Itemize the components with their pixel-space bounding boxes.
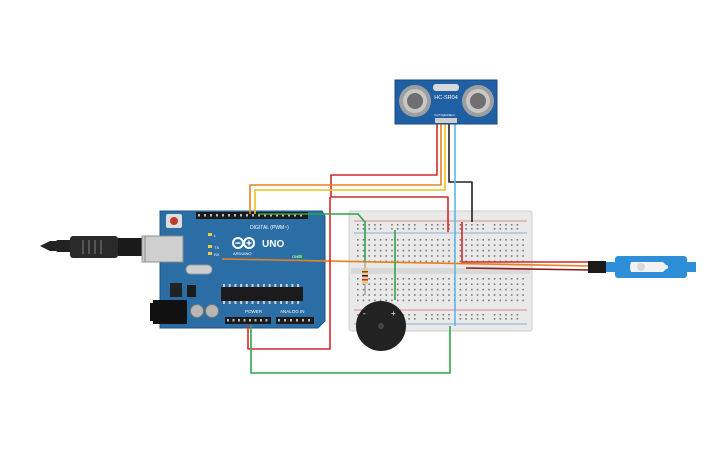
voltage-regulator	[170, 283, 182, 297]
brand-label: ARDUINO	[233, 251, 251, 256]
wire-green-top[interactable]	[258, 213, 366, 230]
sensor-pin-echo: Echo	[444, 113, 451, 117]
usb-port	[144, 235, 184, 263]
capacitor	[205, 304, 219, 318]
on-led	[298, 255, 302, 258]
tx-led-label: TX	[214, 245, 219, 250]
power-jack	[153, 300, 187, 324]
capacitor	[190, 304, 204, 318]
on-led-label: ON	[292, 254, 298, 259]
l-led	[208, 233, 212, 236]
servo-horn[interactable]	[630, 262, 668, 272]
arduino-uno-board[interactable]: DIGITAL (PWM~) POWER ANALOG IN L TX RX O…	[144, 210, 326, 329]
digital-pins	[198, 214, 302, 217]
chip-pins	[223, 284, 300, 304]
crystal-oscillator	[185, 264, 213, 275]
analog-header	[276, 317, 314, 324]
sensor-transducer-left	[399, 85, 431, 117]
wire-sensor-vcc[interactable]	[330, 122, 449, 232]
wire-5v-red[interactable]	[247, 197, 331, 350]
sensor-pin-vcc: Vcc	[434, 113, 440, 117]
icsp-header	[187, 285, 196, 297]
center-channel	[351, 268, 530, 274]
wire-sensor-echo[interactable]	[254, 122, 446, 214]
l-led-label: L	[214, 233, 217, 238]
digital-header-label: DIGITAL (PWM~)	[250, 225, 289, 231]
wire-sensor-gnd[interactable]	[448, 122, 473, 222]
servo-motor[interactable]	[588, 256, 696, 278]
wire-sensor-trig[interactable]	[249, 122, 442, 214]
sensor-pin-gnd: Gnd	[449, 113, 455, 117]
piezo-buzzer[interactable]: - +	[356, 301, 406, 351]
buzzer-plus-label: +	[391, 309, 396, 318]
wire-gnd-green[interactable]	[250, 325, 451, 374]
sensor-model-label: HC-SR04	[434, 95, 458, 101]
arduino-logo-icon	[232, 237, 255, 249]
sensor-pin-header	[435, 118, 457, 123]
rx-led	[208, 252, 212, 255]
analog-header-label: ANALOG IN	[280, 309, 305, 314]
power-header	[225, 317, 271, 324]
power-header-label: POWER	[245, 309, 263, 314]
resistor[interactable]	[362, 260, 368, 295]
servo-connector	[588, 261, 606, 273]
tx-led	[208, 245, 212, 248]
buzzer-minus-label: -	[363, 309, 366, 318]
atmega-chip	[221, 287, 303, 301]
sensor-pin-trig: Trig	[439, 113, 444, 117]
board-model-label: UNO	[262, 239, 284, 250]
ultrasonic-sensor[interactable]: HC-SR04 Vcc Trig Echo Gnd	[394, 79, 498, 125]
sensor-transducer-right	[462, 85, 494, 117]
rx-led-label: RX	[214, 252, 220, 257]
bottom-pins	[227, 319, 310, 322]
sensor-crystal	[433, 84, 459, 91]
